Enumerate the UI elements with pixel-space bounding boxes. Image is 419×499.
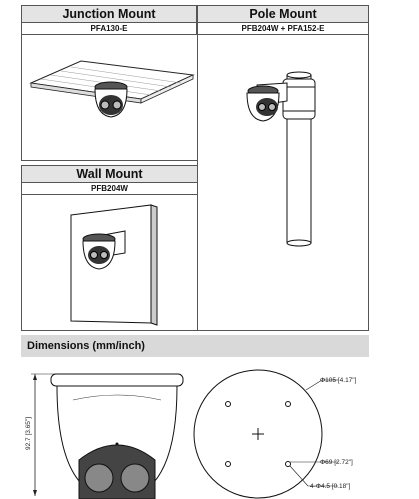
junction-mount-illustration <box>29 60 195 118</box>
wall-mount-illustration <box>70 204 158 326</box>
plate-diameter-label: Φ105 [4.17"] <box>320 377 357 384</box>
pole-mount-model: PFB204W + PFA152-E <box>197 23 369 35</box>
top-view-drawing: Φ105 [4.17"] Φ69 [2.72"] 4-Φ4.5 [0.18"] <box>193 369 357 499</box>
wall-mount-title: Wall Mount <box>21 165 198 183</box>
side-view-drawing: 92.7 [3.65"] <box>25 373 184 499</box>
pole-mount-illustration <box>246 71 316 247</box>
holes-label: 4-Φ4.5 [0.18"] <box>310 483 351 490</box>
hole-circle-label: Φ69 [2.72"] <box>320 459 353 466</box>
junction-mount-title: Junction Mount <box>21 5 197 23</box>
wall-mount-model: PFB204W <box>21 183 198 195</box>
junction-mount-model: PFA130-E <box>21 23 197 35</box>
dimensions-heading: Dimensions (mm/inch) <box>21 335 369 357</box>
pole-mount-title: Pole Mount <box>197 5 369 23</box>
height-label: 92.7 [3.65"] <box>25 417 32 450</box>
